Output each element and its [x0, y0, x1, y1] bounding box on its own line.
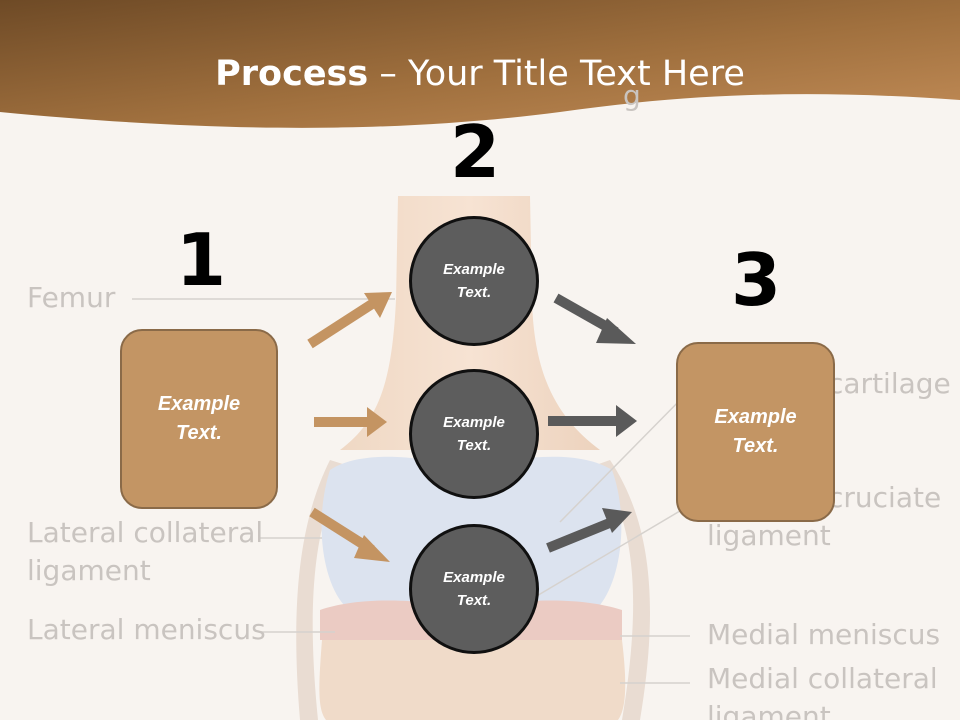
step-number-3: 3	[731, 238, 782, 322]
arrows-dark	[546, 293, 637, 553]
arrow-2a-to-3-head	[596, 318, 636, 344]
label-medial-meniscus: Medial meniscus	[707, 618, 941, 651]
step-number-2: 2	[450, 110, 501, 194]
arrow-1-to-2b	[314, 417, 369, 427]
arrows-orange	[307, 292, 392, 562]
arrow-2c-to-3-head	[602, 508, 632, 533]
arrow-2b-to-3-head	[616, 405, 637, 437]
medial-ligament	[596, 460, 650, 720]
label-ligament-right: ligament	[707, 519, 831, 552]
label-femur: Femur	[27, 281, 116, 314]
arrow-1-to-2a	[307, 299, 375, 349]
step-1-box[interactable]: Example Text.	[120, 329, 278, 509]
step-3-box[interactable]: Example Text.	[676, 342, 835, 522]
step-2-circle-top[interactable]: Example Text.	[409, 216, 539, 346]
arrow-1-to-2a-head	[364, 292, 392, 318]
label-cartilage: cartilage	[828, 367, 951, 400]
title-bold: Process	[215, 54, 369, 94]
step-2-circle-bottom[interactable]: Example Text.	[409, 524, 539, 654]
label-medial-collateral-2: ligament	[707, 700, 831, 720]
label-medial-collateral-1: Medial collateral	[707, 662, 938, 695]
slide-title: Process – Your Title Text Here	[0, 54, 960, 94]
label-lateral-collateral-1: Lateral collateral	[27, 516, 264, 549]
label-cruciate: cruciate	[828, 481, 942, 514]
tibia	[319, 640, 626, 720]
lateral-ligament	[296, 460, 346, 720]
label-top-fragment: g	[623, 79, 641, 112]
title-rest: – Your Title Text Here	[368, 54, 745, 94]
arrow-1-to-2c-head	[354, 535, 390, 562]
arrow-1-to-2b-head	[367, 407, 387, 437]
arrow-2c-to-3	[546, 517, 614, 553]
arrow-2b-to-3	[548, 416, 618, 426]
step-2-circle-middle[interactable]: Example Text.	[409, 369, 539, 499]
label-lateral-collateral-2: ligament	[27, 554, 151, 587]
header-band	[0, 0, 960, 128]
step-number-1: 1	[176, 218, 227, 302]
label-lateral-meniscus: Lateral meniscus	[27, 613, 266, 646]
